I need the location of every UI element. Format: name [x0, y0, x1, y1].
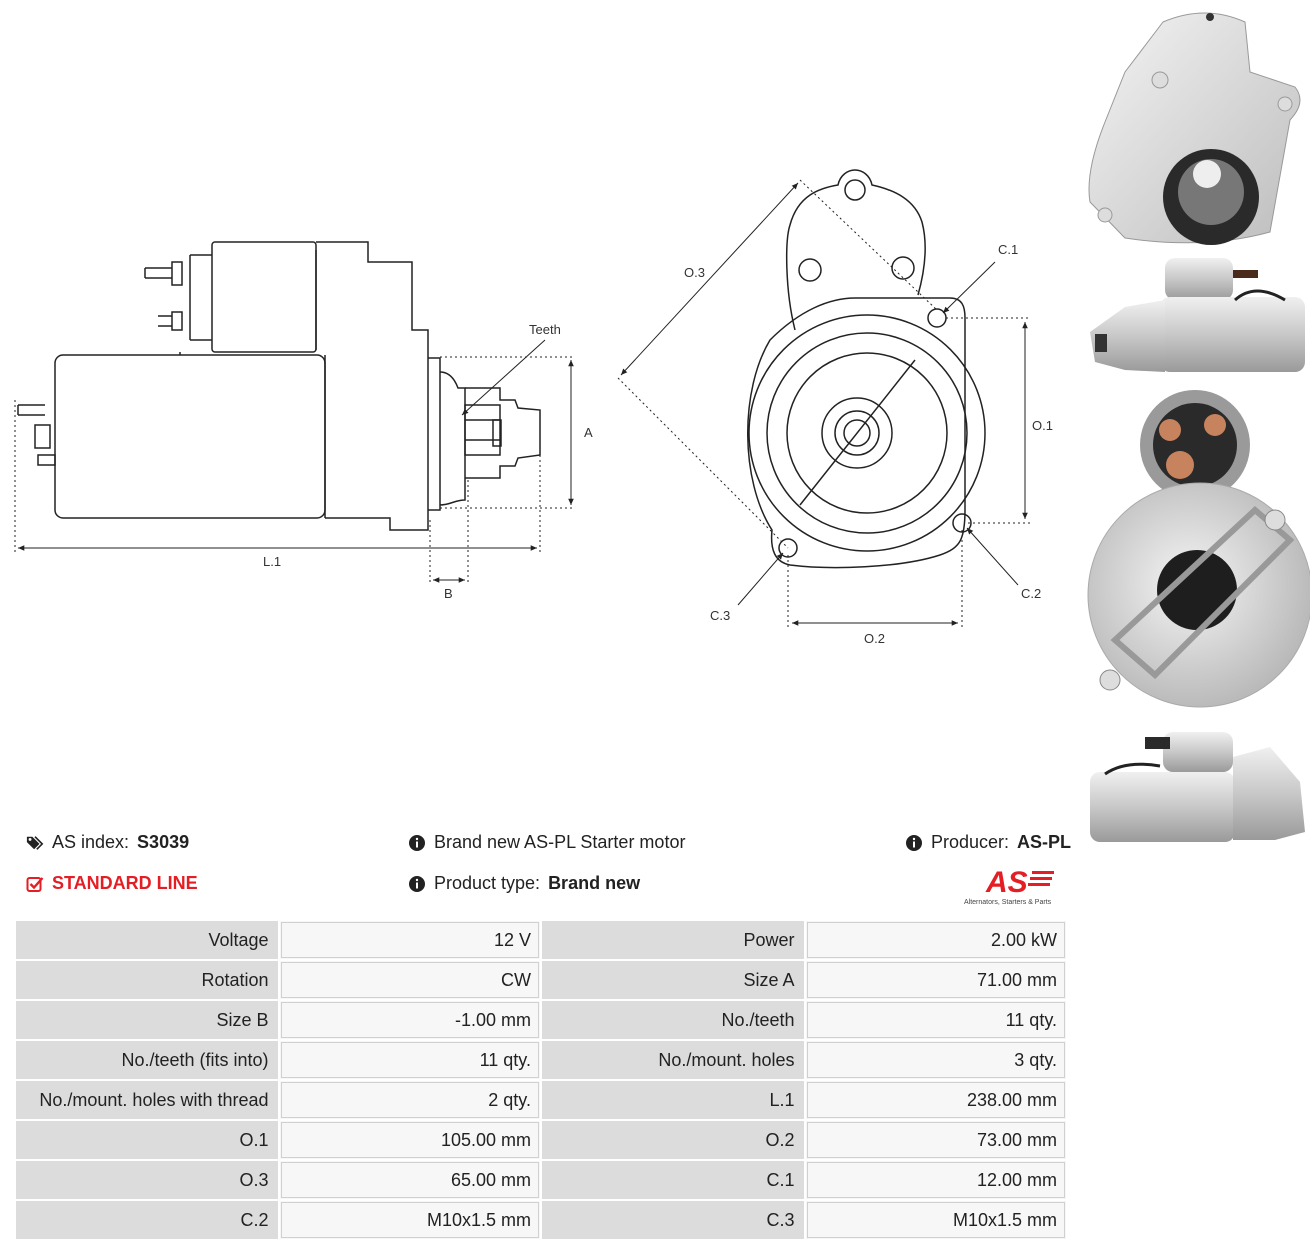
- standard-line-label: STANDARD LINE: [52, 873, 198, 893]
- c3-label: C.3: [710, 608, 730, 623]
- side-view-photo-2: [1085, 722, 1310, 847]
- spec-label: C.1: [539, 1159, 806, 1201]
- spec-value: CW: [277, 959, 542, 1001]
- side-view-drawing: [17, 241, 541, 531]
- spec-label: Size A: [539, 959, 806, 1001]
- brand-new-text: Brand new AS-PL Starter motor: [434, 832, 686, 852]
- size-b-label: B: [444, 586, 453, 601]
- info-icon: [906, 834, 922, 851]
- spec-value: 105.00 mm: [277, 1119, 542, 1161]
- spec-label: No./teeth (fits into): [14, 1039, 280, 1081]
- spec-label: L.1: [539, 1079, 806, 1121]
- as-index: AS index: S3039: [26, 832, 189, 853]
- spec-value: 2.00 kW: [803, 919, 1068, 961]
- spec-label: C.3: [539, 1199, 806, 1241]
- svg-text:AS: AS: [985, 866, 1028, 899]
- svg-text:Alternators, Starters & Parts: Alternators, Starters & Parts: [964, 899, 1052, 906]
- c1-label: C.1: [998, 242, 1018, 257]
- spec-value: 12 V: [277, 919, 542, 961]
- info-icon: [409, 834, 425, 851]
- front-view-drawing: [747, 169, 986, 569]
- producer-value: AS-PL: [1017, 832, 1072, 852]
- producer-info: Producer: AS-PL: [905, 832, 1071, 853]
- producer-label: Producer:: [931, 832, 1010, 852]
- standard-line: STANDARD LINE: [26, 873, 198, 894]
- spec-label: Power: [539, 919, 806, 961]
- spec-label: No./mount. holes with thread: [14, 1079, 280, 1121]
- spec-row: No./teeth (fits into)11 qty.No./mount. h…: [14, 1039, 1068, 1081]
- spec-label: O.1: [14, 1119, 280, 1161]
- product-type-info: Product type: Brand new: [408, 873, 640, 894]
- o3-label: O.3: [684, 265, 705, 280]
- spec-value: M10x1.5 mm: [803, 1199, 1068, 1241]
- spec-value: 11 qty.: [277, 1039, 542, 1081]
- technical-drawing: Teeth A L.1 B O.3 C.1 O.1 C.2 C.3: [14, 169, 1053, 646]
- product-type-label: Product type:: [434, 873, 541, 893]
- spec-label: O.2: [539, 1119, 806, 1161]
- spec-value: 73.00 mm: [803, 1119, 1068, 1161]
- spec-label: No./mount. holes: [539, 1039, 806, 1081]
- spec-label: No./teeth: [539, 999, 806, 1041]
- o1-label: O.1: [1032, 418, 1053, 433]
- info-icon: [409, 875, 425, 892]
- spec-value: 11 qty.: [803, 999, 1068, 1041]
- product-type-value: Brand new: [548, 873, 641, 893]
- front-view-photo: [1085, 2, 1310, 247]
- spec-value: -1.00 mm: [277, 999, 542, 1041]
- spec-label: O.3: [14, 1159, 280, 1201]
- spec-label: Rotation: [14, 959, 280, 1001]
- spec-value: M10x1.5 mm: [277, 1199, 542, 1241]
- c2-label: C.2: [1021, 586, 1041, 601]
- spec-value: 71.00 mm: [803, 959, 1068, 1001]
- as-index-value: S3039: [137, 832, 190, 852]
- spec-value: 2 qty.: [277, 1079, 542, 1121]
- spec-value: 238.00 mm: [803, 1079, 1068, 1121]
- side-view-dimensions: [14, 339, 575, 585]
- teeth-label: Teeth: [529, 322, 561, 337]
- checkbox-icon: [26, 876, 44, 892]
- as-index-label: AS index:: [52, 832, 130, 852]
- spec-label: Voltage: [14, 919, 280, 961]
- tags-icon: [26, 835, 44, 850]
- rear-view-photo: [1085, 390, 1310, 715]
- spec-label: C.2: [14, 1199, 280, 1241]
- spec-value: 65.00 mm: [277, 1159, 542, 1201]
- o2-label: O.2: [864, 631, 885, 646]
- size-a-label: A: [584, 425, 593, 440]
- spec-value: 3 qty.: [803, 1039, 1068, 1081]
- spec-value: 12.00 mm: [803, 1159, 1068, 1201]
- spec-label: Size B: [14, 999, 280, 1041]
- l1-label: L.1: [263, 554, 281, 569]
- as-pl-logo: AS Alternators, Starters & Parts: [964, 866, 1054, 906]
- front-view-dimensions: [617, 179, 1030, 628]
- side-view-photo: [1085, 252, 1310, 382]
- brand-new-info: Brand new AS-PL Starter motor: [408, 832, 685, 853]
